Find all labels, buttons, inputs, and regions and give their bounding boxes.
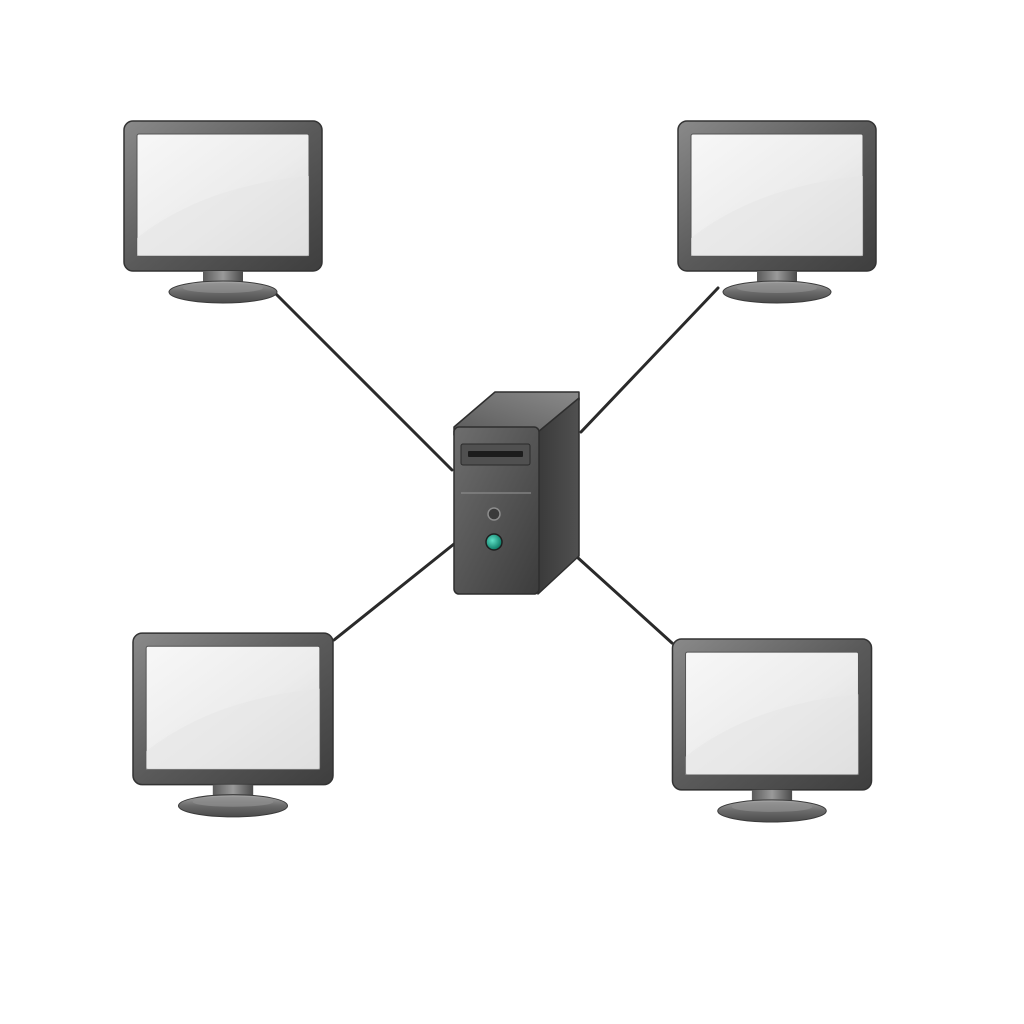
monitor-bottom-right [671, 638, 873, 823]
monitor-icon [671, 638, 873, 823]
cable-bottom-right [575, 555, 674, 645]
power-led-icon [485, 533, 503, 551]
monitor-icon [123, 120, 323, 304]
monitor-bottom-left [132, 632, 334, 818]
cable-top-left [272, 290, 454, 472]
monitor-icon [677, 120, 877, 304]
monitor-top-left [123, 120, 323, 304]
connections [272, 286, 720, 645]
cable-top-right [579, 286, 720, 434]
reset-button-icon [487, 507, 501, 521]
monitor-icon [132, 632, 334, 818]
server-tower [453, 391, 580, 595]
server-tower-icon [453, 391, 580, 595]
monitor-top-right [677, 120, 877, 304]
cable-bottom-left [332, 542, 456, 642]
